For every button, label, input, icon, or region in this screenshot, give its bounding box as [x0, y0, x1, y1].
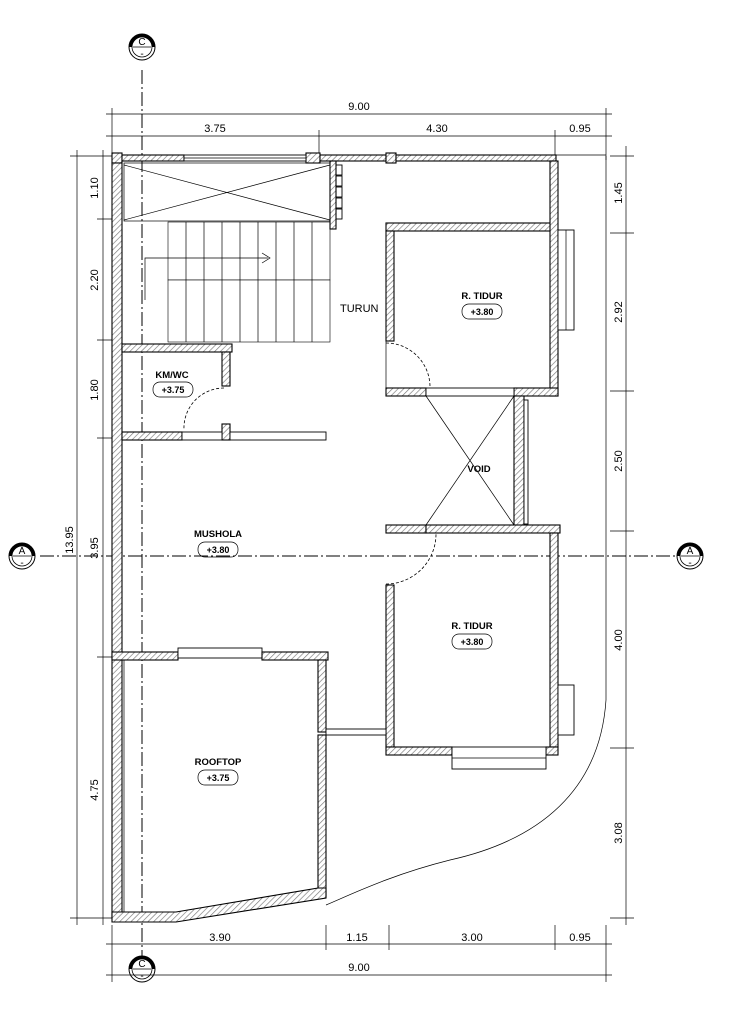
room-label-tidur-top: R. TIDUR — [461, 291, 502, 302]
dim-right-seg-4: 4.00 — [613, 629, 625, 650]
section-marker-top: C - — [128, 33, 156, 61]
room-mushola: MUSHOLA +3.80 — [194, 529, 242, 558]
dim-right-seg-2: 2.92 — [613, 301, 625, 322]
room-rooftop: ROOFTOP +3.75 — [195, 757, 242, 786]
dimensions-left: 13.95 1.10 2.20 1.80 3.95 4.75 — [64, 150, 120, 925]
room-elevation-mushola: +3.80 — [207, 545, 230, 555]
room-kmwc: KM/WC +3.75 — [152, 370, 194, 398]
dimensions-top: 9.00 3.75 4.30 0.95 — [106, 101, 612, 160]
svg-text:-: - — [20, 558, 23, 569]
door-swings — [183, 341, 437, 585]
stairs — [144, 221, 331, 343]
dim-bottom-seg-2: 1.15 — [346, 932, 367, 944]
svg-text:-: - — [140, 971, 143, 982]
void-top-left — [123, 162, 333, 222]
site-boundary-curve — [325, 156, 607, 906]
dim-left-seg-2: 2.20 — [89, 269, 101, 290]
svg-text:-: - — [688, 558, 691, 569]
dim-right-seg-3: 2.50 — [613, 450, 625, 471]
room-label-kmwc: KM/WC — [155, 370, 188, 381]
svg-text:-: - — [140, 49, 143, 60]
room-elevation-rooftop: +3.75 — [207, 773, 230, 783]
dim-right-seg-5: 3.08 — [613, 822, 625, 843]
section-marker-left-label: A — [19, 546, 26, 557]
dim-top-total: 9.00 — [348, 101, 369, 113]
dim-bottom-seg-4: 0.95 — [569, 932, 590, 944]
dim-left-seg-1: 1.10 — [89, 177, 101, 198]
section-marker-right-label: A — [687, 546, 694, 557]
dim-bottom-seg-3: 3.00 — [461, 932, 482, 944]
dim-top-seg-2: 4.30 — [426, 123, 447, 135]
room-tidur-top: R. TIDUR +3.80 — [461, 291, 503, 320]
room-tidur-bottom: R. TIDUR +3.80 — [451, 621, 493, 650]
dimensions-bottom: 3.90 1.15 3.00 0.95 9.00 — [106, 925, 612, 982]
room-elevation-tidur-bottom: +3.80 — [461, 637, 484, 647]
dimensions-right: 1.45 2.92 2.50 4.00 3.08 — [610, 146, 634, 925]
section-marker-left: A - — [8, 542, 36, 570]
dim-bottom-seg-1: 3.90 — [209, 932, 230, 944]
section-marker-bottom: C - — [128, 955, 156, 983]
dim-right-seg-1: 1.45 — [613, 182, 625, 203]
section-marker-right: A - — [676, 542, 704, 570]
dim-left-seg-5: 4.75 — [89, 779, 101, 800]
dim-top-seg-3: 0.95 — [569, 123, 590, 135]
room-void: VOID — [467, 464, 490, 475]
void-center — [425, 395, 515, 526]
dim-left-total: 13.95 — [64, 526, 76, 554]
room-label-void: VOID — [467, 464, 490, 475]
dim-top-seg-1: 3.75 — [204, 123, 225, 135]
walls — [111, 152, 606, 923]
room-label-tidur-bottom: R. TIDUR — [451, 621, 492, 632]
section-marker-bottom-label: C — [138, 959, 145, 970]
room-elevation-tidur-top: +3.80 — [471, 307, 494, 317]
stair-label: TURUN — [340, 303, 379, 315]
room-elevation-kmwc: +3.75 — [162, 385, 185, 395]
room-label-mushola: MUSHOLA — [194, 529, 242, 540]
room-label-rooftop: ROOFTOP — [195, 757, 242, 768]
section-marker-top-label: C — [138, 37, 145, 48]
dim-bottom-total: 9.00 — [348, 962, 369, 974]
dim-left-seg-3: 1.80 — [89, 379, 101, 400]
dim-left-seg-4: 3.95 — [89, 537, 101, 558]
